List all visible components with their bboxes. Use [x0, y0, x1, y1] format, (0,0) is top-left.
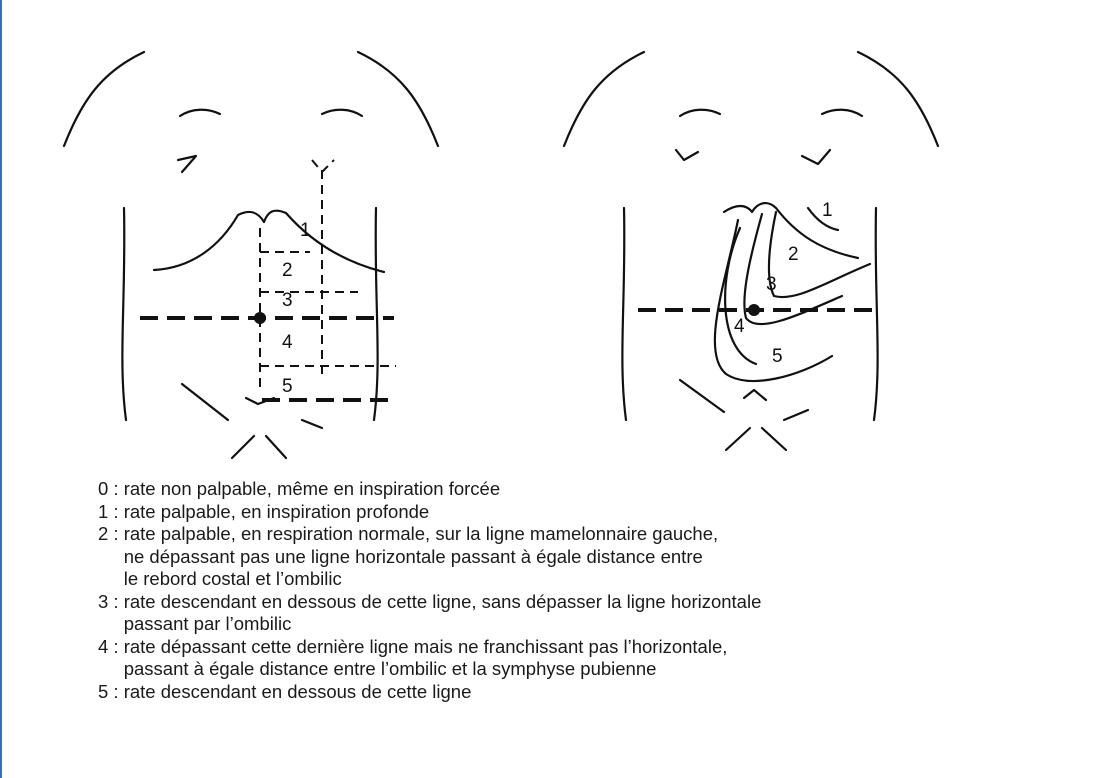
- legend-line: passant à égale distance entre l’ombilic…: [124, 658, 1088, 681]
- legend-text: rate non palpable, même en inspiration f…: [124, 478, 1088, 501]
- legend-line: rate non palpable, même en inspiration f…: [124, 478, 1088, 501]
- legend-line: ne dépassant pas une ligne horizontale p…: [124, 546, 1088, 569]
- legend-text: rate descendant en dessous de cette lign…: [124, 591, 1088, 636]
- contour-label-4: 4: [734, 316, 745, 337]
- legend-text: rate palpable, en respiration normale, s…: [124, 523, 1088, 591]
- contour-label-5: 5: [772, 346, 783, 367]
- zone-label-1: 1: [300, 220, 311, 241]
- legend-code: 0 :: [98, 478, 124, 501]
- torso-diagram-right: 1 2 3 4 5: [540, 0, 960, 470]
- contour-label-3: 3: [766, 274, 777, 295]
- zone-label-3: 3: [282, 290, 293, 311]
- zone-label-4: 4: [282, 332, 293, 353]
- zone-label-5: 5: [282, 376, 293, 397]
- legend-code: 1 :: [98, 501, 124, 524]
- torso-outline: [564, 52, 938, 450]
- umbilicus-dot: [254, 312, 266, 324]
- zone-label-2: 2: [282, 260, 293, 281]
- legend-item-4: 4 : rate dépassant cette dernière ligne …: [98, 636, 1088, 681]
- legend-text: rate dépassant cette dernière ligne mais…: [124, 636, 1088, 681]
- contour-label-1: 1: [822, 200, 833, 221]
- legend-line: rate palpable, en respiration normale, s…: [124, 523, 1088, 546]
- legend-item-3: 3 : rate descendant en dessous de cette …: [98, 591, 1088, 636]
- legend-code: 4 :: [98, 636, 124, 681]
- legend-item-5: 5 : rate descendant en dessous de cette …: [98, 681, 1088, 704]
- legend-item-0: 0 : rate non palpable, même en inspirati…: [98, 478, 1088, 501]
- legend-text: rate palpable, en inspiration profonde: [124, 501, 1088, 524]
- torso-diagram-left: 1 2 3 4 5: [42, 0, 462, 470]
- legend-line: rate descendant en dessous de cette lign…: [124, 591, 1088, 614]
- legend-line: le rebord costal et l’ombilic: [124, 568, 1088, 591]
- torso-outline: [64, 52, 438, 458]
- contour-label-2: 2: [788, 244, 799, 265]
- spleen-contour-figure: 1 2 3 4 5: [540, 0, 960, 470]
- legend-item-2: 2 : rate palpable, en respiration normal…: [98, 523, 1088, 591]
- bold-dashed-guides: [140, 318, 394, 400]
- grade-legend: 0 : rate non palpable, même en inspirati…: [98, 478, 1088, 703]
- legend-text: rate descendant en dessous de cette lign…: [124, 681, 1088, 704]
- legend-code: 3 :: [98, 591, 124, 636]
- legend-line: rate descendant en dessous de cette lign…: [124, 681, 1088, 704]
- left-accent-rule: [0, 0, 2, 778]
- legend-code: 2 :: [98, 523, 124, 591]
- legend-line: passant par l’ombilic: [124, 613, 1088, 636]
- splenomegaly-grid-figure: 1 2 3 4 5: [42, 0, 462, 470]
- legend-code: 5 :: [98, 681, 124, 704]
- legend-item-1: 1 : rate palpable, en inspiration profon…: [98, 501, 1088, 524]
- legend-line: rate dépassant cette dernière ligne mais…: [124, 636, 1088, 659]
- legend-line: rate palpable, en inspiration profonde: [124, 501, 1088, 524]
- umbilicus-dot: [748, 304, 760, 316]
